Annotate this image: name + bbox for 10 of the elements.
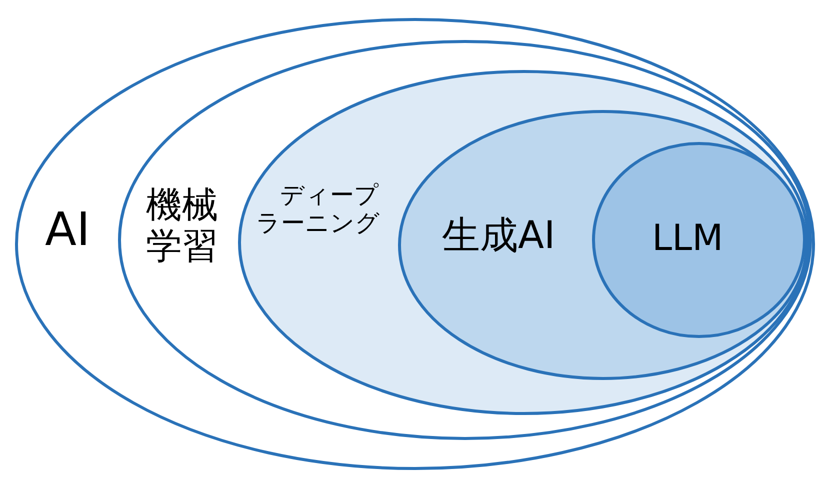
llm-label: LLM xyxy=(652,218,724,260)
deep-learning-ellipse xyxy=(238,70,810,415)
machine-learning-label: 機械学習 xyxy=(146,185,219,268)
llm-ellipse xyxy=(592,142,806,338)
generative-ai-label: 生成AI xyxy=(442,214,556,258)
ai-label: AI xyxy=(45,203,90,256)
deep-learning-label: ディープラーニング xyxy=(256,182,381,238)
ai-ellipse xyxy=(15,18,815,470)
generative-ai-ellipse xyxy=(398,110,808,380)
machine-learning-ellipse xyxy=(118,40,812,440)
